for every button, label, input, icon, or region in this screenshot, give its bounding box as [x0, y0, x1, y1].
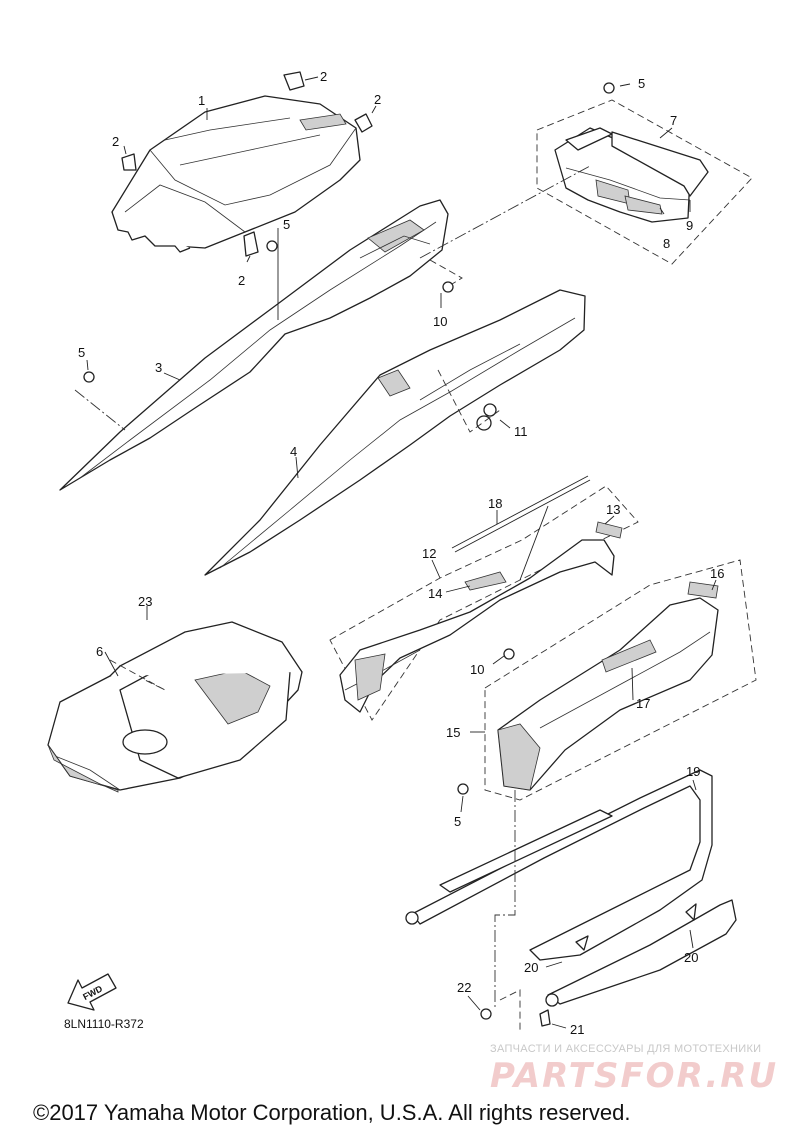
label-22: 22 [457, 980, 471, 995]
label-4: 4 [290, 444, 297, 459]
part-2-clip-left [121, 153, 137, 171]
label-10: 10 [433, 314, 447, 329]
label-14: 14 [428, 586, 442, 601]
label-21: 21 [570, 1022, 584, 1037]
label-2: 2 [238, 273, 245, 288]
rear-panel-group [536, 99, 753, 265]
leader-lines [74, 165, 591, 1030]
part-12-side-cover-group [329, 475, 639, 721]
diagram-code: 8LN1110-R372 [64, 1017, 144, 1031]
label-2: 2 [374, 92, 381, 107]
label-8: 8 [663, 236, 670, 251]
label-5: 5 [283, 217, 290, 232]
label-18: 18 [488, 496, 502, 511]
label-7: 7 [670, 113, 677, 128]
label-20: 20 [524, 960, 538, 975]
part-6-storage-tray [47, 621, 303, 793]
part-15-side-cover-group [484, 559, 757, 801]
watermark-subtitle: ЗАПЧАСТИ И АКСЕССУАРЫ ДЛЯ МОТОТЕХНИКИ [490, 1043, 762, 1055]
label-5: 5 [638, 76, 645, 91]
label-1: 1 [198, 93, 205, 108]
label-20: 20 [684, 950, 698, 965]
label-15: 15 [446, 725, 460, 740]
label-2: 2 [112, 134, 119, 149]
label-17: 17 [636, 696, 650, 711]
callout-leaders [86, 76, 717, 1029]
part-4-side-cover [204, 289, 586, 576]
fwd-arrow-icon: FWD [67, 973, 117, 1011]
label-16: 16 [710, 566, 724, 581]
part-1-seat-cowl [111, 95, 361, 253]
copyright-notice: ©2017 Yamaha Motor Corporation, U.S.A. A… [33, 1100, 631, 1125]
label-12: 12 [422, 546, 436, 561]
label-19: 19 [686, 764, 700, 779]
label-9: 9 [686, 218, 693, 233]
part-2-clip-top [283, 71, 305, 91]
label-10: 10 [470, 662, 484, 677]
label-23: 23 [138, 594, 152, 609]
label-13: 13 [606, 502, 620, 517]
part-2-clip-bottom [243, 231, 259, 257]
part-19-rail-bar [405, 769, 737, 1007]
part-2-clip-right [354, 113, 373, 133]
label-5: 5 [454, 814, 461, 829]
label-5: 5 [78, 345, 85, 360]
label-2: 2 [320, 69, 327, 84]
label-3: 3 [155, 360, 162, 375]
part-labels: 1 2 2 2 2 3 4 5 5 5 5 6 7 8 9 10 10 11 1… [78, 69, 724, 1037]
part-3-side-cover [59, 199, 449, 491]
watermark-logo: PARTSFOR.RU [490, 1056, 779, 1096]
label-11: 11 [514, 424, 528, 439]
label-6: 6 [96, 644, 103, 659]
